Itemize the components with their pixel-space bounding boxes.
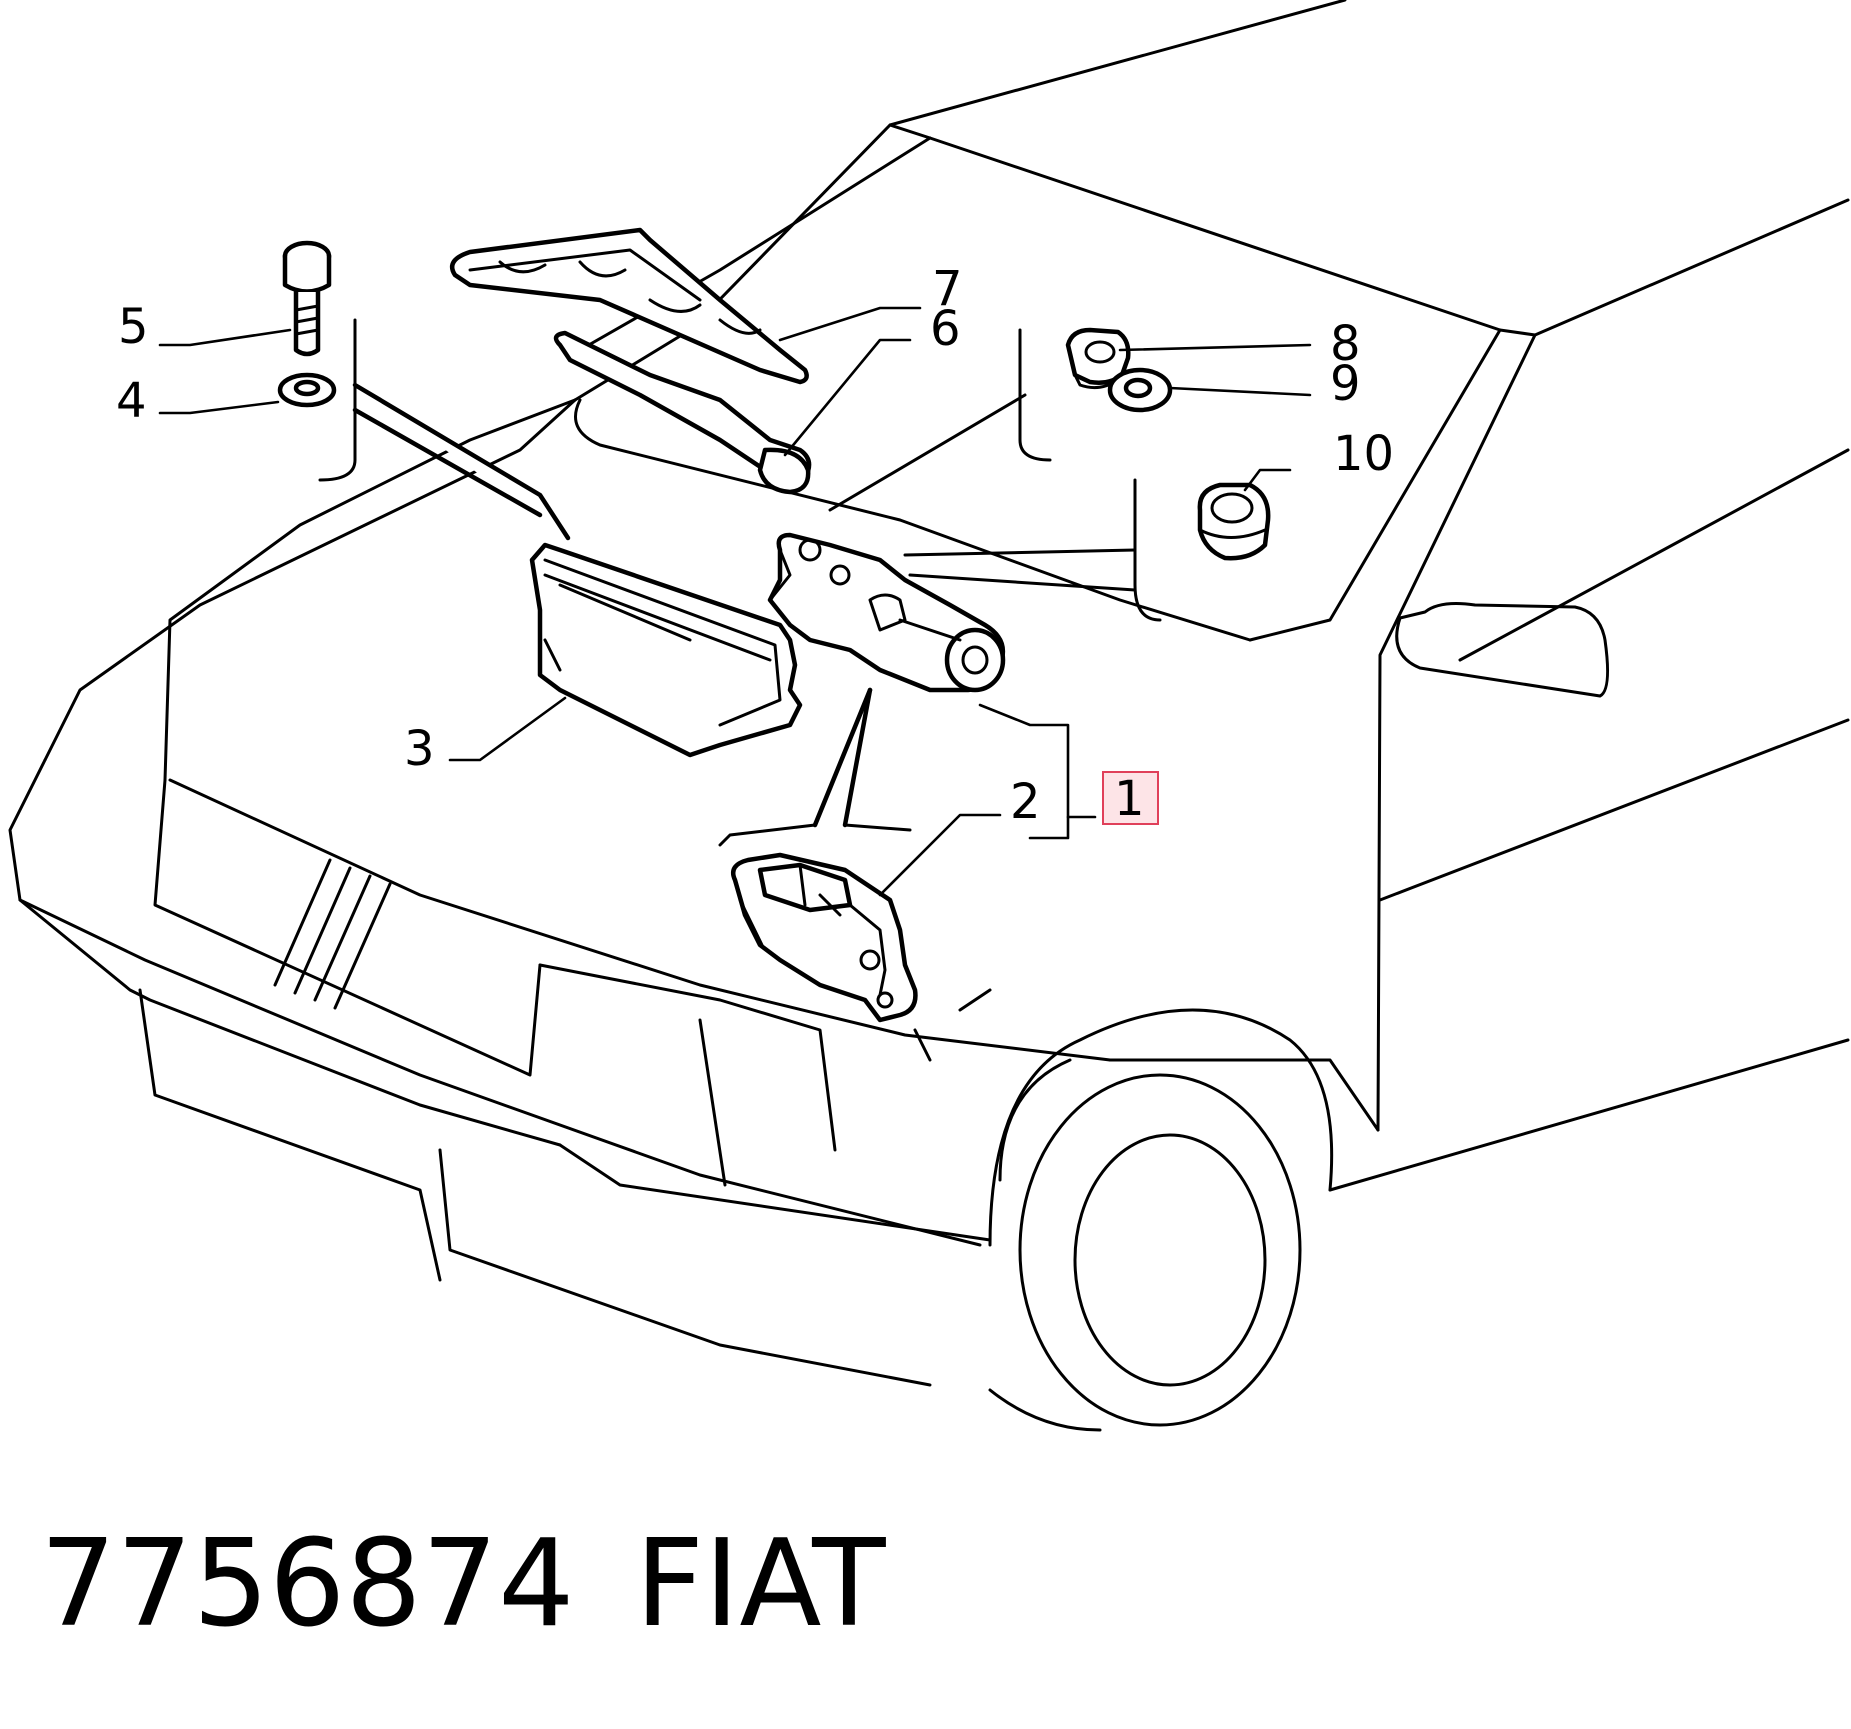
grommet-part bbox=[1197, 482, 1271, 561]
bracket-guide-lines bbox=[318, 318, 357, 482]
callout-2: 2 bbox=[1010, 774, 1041, 830]
brand-name: FIAT bbox=[635, 1515, 886, 1654]
callout-5: 5 bbox=[118, 299, 149, 355]
cover-panel-part bbox=[529, 542, 803, 758]
callout-4: 4 bbox=[116, 373, 147, 429]
callout-6: 6 bbox=[930, 301, 961, 357]
callout-3: 3 bbox=[404, 721, 435, 777]
car-body-outline bbox=[8, 0, 1850, 1432]
callout-10: 10 bbox=[1333, 426, 1394, 482]
control-unit-part bbox=[730, 852, 918, 1023]
callout-1-highlight bbox=[1102, 771, 1159, 825]
callout-1: 1 bbox=[1114, 771, 1145, 827]
wiper-motor-part bbox=[767, 532, 1006, 693]
part-number: 7756874 bbox=[40, 1515, 574, 1654]
callout-7: 7 bbox=[932, 261, 963, 317]
nut-part bbox=[1065, 327, 1131, 390]
assembly-guide-lines bbox=[718, 328, 1162, 1062]
washer-part-9 bbox=[1107, 367, 1173, 413]
callout-9: 9 bbox=[1330, 356, 1361, 412]
washer-part bbox=[277, 372, 337, 408]
wiper-arm-part bbox=[553, 330, 812, 495]
screw-part bbox=[282, 240, 332, 357]
callout-8: 8 bbox=[1330, 316, 1361, 372]
wiper-blade-part bbox=[449, 227, 809, 385]
leader-lines bbox=[158, 306, 1312, 897]
